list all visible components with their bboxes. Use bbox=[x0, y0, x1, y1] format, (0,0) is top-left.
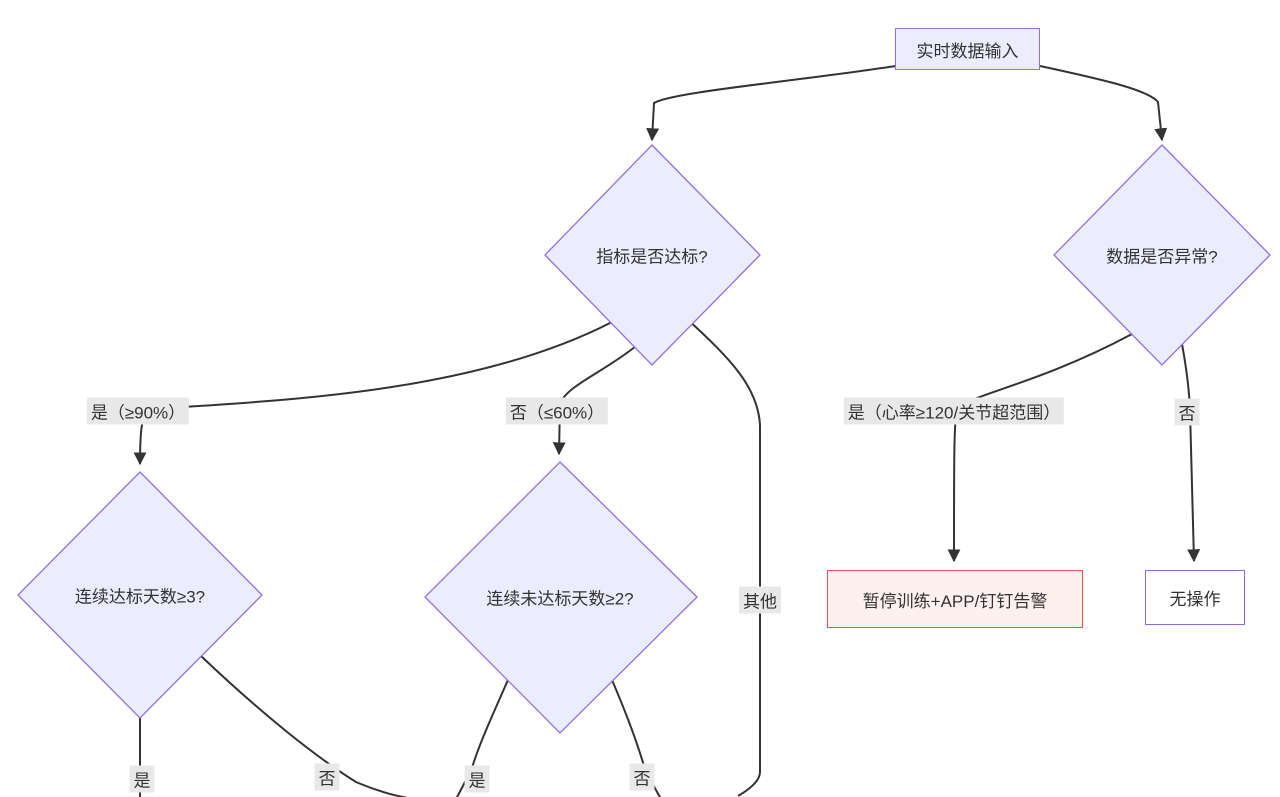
edge-label-yes-left-bottom: 是 bbox=[129, 765, 155, 793]
edge-label-no-60: 否（≤60%） bbox=[505, 397, 609, 425]
node-realtime-data-input-label: 实时数据输入 bbox=[916, 41, 1019, 61]
decision-diamond-target bbox=[544, 144, 761, 366]
decision-shapes-group bbox=[17, 144, 1271, 734]
edge-input-to-target bbox=[646, 65, 897, 142]
edge-abnormal-no-to-noop bbox=[1178, 327, 1201, 563]
decision-abnormal-label: 数据是否异常? bbox=[1106, 247, 1218, 267]
decision-streak3-label: 连续达标天数≥3? bbox=[74, 587, 206, 607]
decision-diamond-abnormal bbox=[1053, 144, 1271, 366]
edge-label-yes-heart-rate: 是（心率≥120/关节超范围） bbox=[843, 397, 1065, 425]
edge-label-other: 其他 bbox=[739, 586, 781, 614]
edge-target-other-down bbox=[685, 317, 761, 797]
node-pause-training-alert: 暂停训练+APP/钉钉告警 bbox=[827, 570, 1083, 628]
decision-fail2-label: 连续未达标天数≥2? bbox=[486, 589, 634, 609]
edge-label-yes-90: 是（≥90%） bbox=[86, 397, 190, 425]
edge-label-no-right: 否 bbox=[1174, 398, 1200, 426]
node-no-operation-label: 无操作 bbox=[1169, 590, 1221, 609]
edge-label-yes-mid-bottom: 是 bbox=[464, 765, 490, 793]
edge-fail2-yes-down bbox=[455, 672, 512, 797]
edge-target-yes-to-streak3 bbox=[133, 321, 613, 466]
edge-streak3-no-down bbox=[200, 655, 408, 797]
node-pause-training-alert-label: 暂停训练+APP/钉钉告警 bbox=[862, 591, 1048, 611]
edge-input-to-abnormal bbox=[1039, 65, 1168, 142]
decision-diamond-streak3 bbox=[17, 471, 263, 719]
node-realtime-data-input: 实时数据输入 bbox=[895, 28, 1040, 70]
edge-label-no-mid-bottom: 否 bbox=[629, 763, 655, 791]
decision-target-label: 指标是否达标? bbox=[596, 247, 708, 267]
edge-abnormal-yes-to-alert bbox=[947, 333, 1133, 563]
decision-diamond-fail2 bbox=[424, 461, 698, 734]
edge-label-no-left-bottom: 否 bbox=[314, 763, 340, 791]
node-no-operation: 无操作 bbox=[1145, 570, 1245, 625]
